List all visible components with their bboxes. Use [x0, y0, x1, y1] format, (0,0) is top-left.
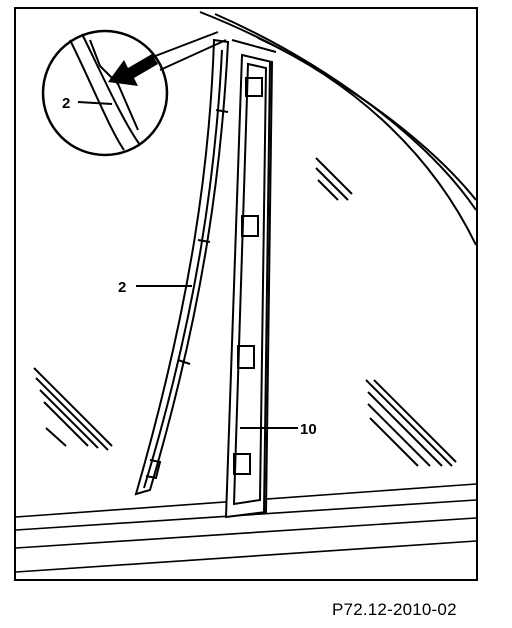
- callout-label-2: 2: [118, 279, 126, 296]
- pillar-trim: [224, 39, 277, 519]
- trim-strip: [134, 38, 230, 496]
- callout-label-2-detail: 2: [62, 95, 70, 112]
- arrow-icon: [108, 54, 158, 86]
- glass-reflection-hatching: [33, 157, 457, 467]
- callout-label-10: 10: [300, 421, 317, 438]
- window-frame-curve: [199, 11, 477, 246]
- figure-reference-code: P72.12-2010-02: [332, 600, 457, 619]
- diagram-frame: [14, 7, 478, 581]
- detail-magnifier: [41, 29, 227, 157]
